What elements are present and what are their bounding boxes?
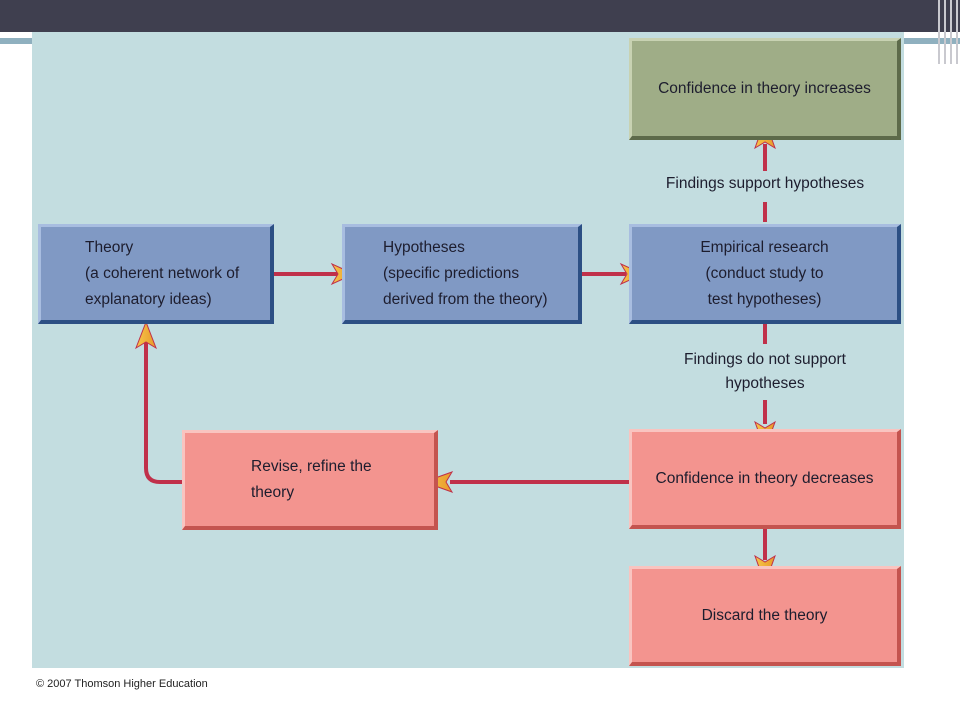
discard-theory-box: Discard the theory: [629, 566, 901, 666]
slide-top-bar: [0, 0, 960, 32]
revise-theory-box-label: Revise, refine the theory: [251, 457, 372, 501]
confidence-increases-box-label: Confidence in theory increases: [658, 79, 871, 97]
label-findings-not-support: Findings do not support hypotheses: [684, 351, 846, 392]
empirical-research-box: Empirical research (conduct study to tes…: [629, 224, 901, 324]
label-findings-support: Findings support hypotheses: [665, 175, 865, 192]
discard-theory-box-label: Discard the theory: [701, 606, 828, 624]
diagram-canvas: Theory (a coherent network of explanator…: [32, 32, 904, 668]
confidence-increases-box: Confidence in theory increases: [629, 38, 901, 140]
confidence-decreases-box-label: Confidence in theory decreases: [655, 469, 874, 487]
revise-theory-box: Revise, refine the theory: [182, 430, 438, 530]
slide-decoration-bars: [934, 0, 960, 64]
slide-accent-line-right: [904, 38, 960, 44]
hypotheses-box-label: Hypotheses (specific predictions derived…: [383, 238, 548, 308]
empirical-research-box-label: Empirical research (conduct study to tes…: [700, 238, 829, 308]
arrow-decrease-to-revise: [422, 471, 629, 493]
copyright-notice: © 2007 Thomson Higher Education: [36, 678, 208, 690]
theory-box-label: Theory (a coherent network of explanator…: [85, 238, 240, 308]
hypotheses-box: Hypotheses (specific predictions derived…: [342, 224, 582, 324]
confidence-decreases-box: Confidence in theory decreases: [629, 429, 901, 529]
slide-accent-line-left: [0, 38, 32, 44]
theory-box: Theory (a coherent network of explanator…: [38, 224, 274, 324]
arrow-revise-to-theory: [135, 320, 182, 484]
